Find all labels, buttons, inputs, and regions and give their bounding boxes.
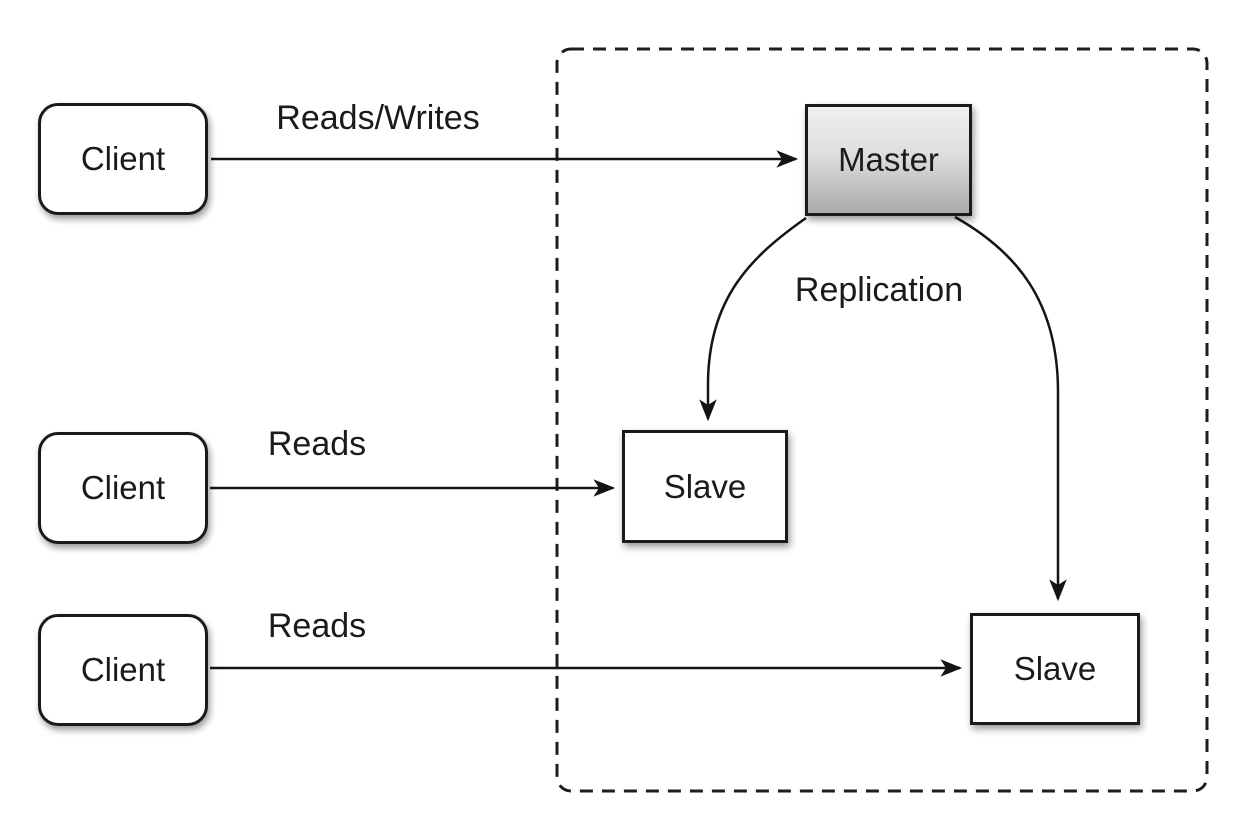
client-node-1: Client <box>38 103 208 215</box>
slave-node-1: Slave <box>622 430 788 543</box>
slave-node-2: Slave <box>970 613 1140 725</box>
master-node: Master <box>805 104 972 216</box>
client-node-2: Client <box>38 432 208 544</box>
master-node-label: Master <box>838 141 939 178</box>
client-node-1-label: Client <box>80 140 166 177</box>
edge-label-reads-writes: Reads/Writes <box>276 99 480 137</box>
slave-node-1-label: Slave <box>663 467 747 505</box>
replication-cluster-boundary <box>555 47 1209 793</box>
arrow-master-to-slave1 <box>699 216 807 422</box>
edge-label-reads-1: Reads <box>267 425 367 463</box>
client-node-3-label: Client <box>80 651 166 688</box>
slave-node-2-label: Slave <box>1013 650 1097 687</box>
client-node-3: Client <box>38 614 208 726</box>
edge-label-reads-2: Reads <box>267 607 367 645</box>
arrow-master-to-slave2 <box>954 215 1067 602</box>
edge-label-replication: Replication <box>794 271 964 309</box>
client-node-2-label: Client <box>80 469 166 506</box>
